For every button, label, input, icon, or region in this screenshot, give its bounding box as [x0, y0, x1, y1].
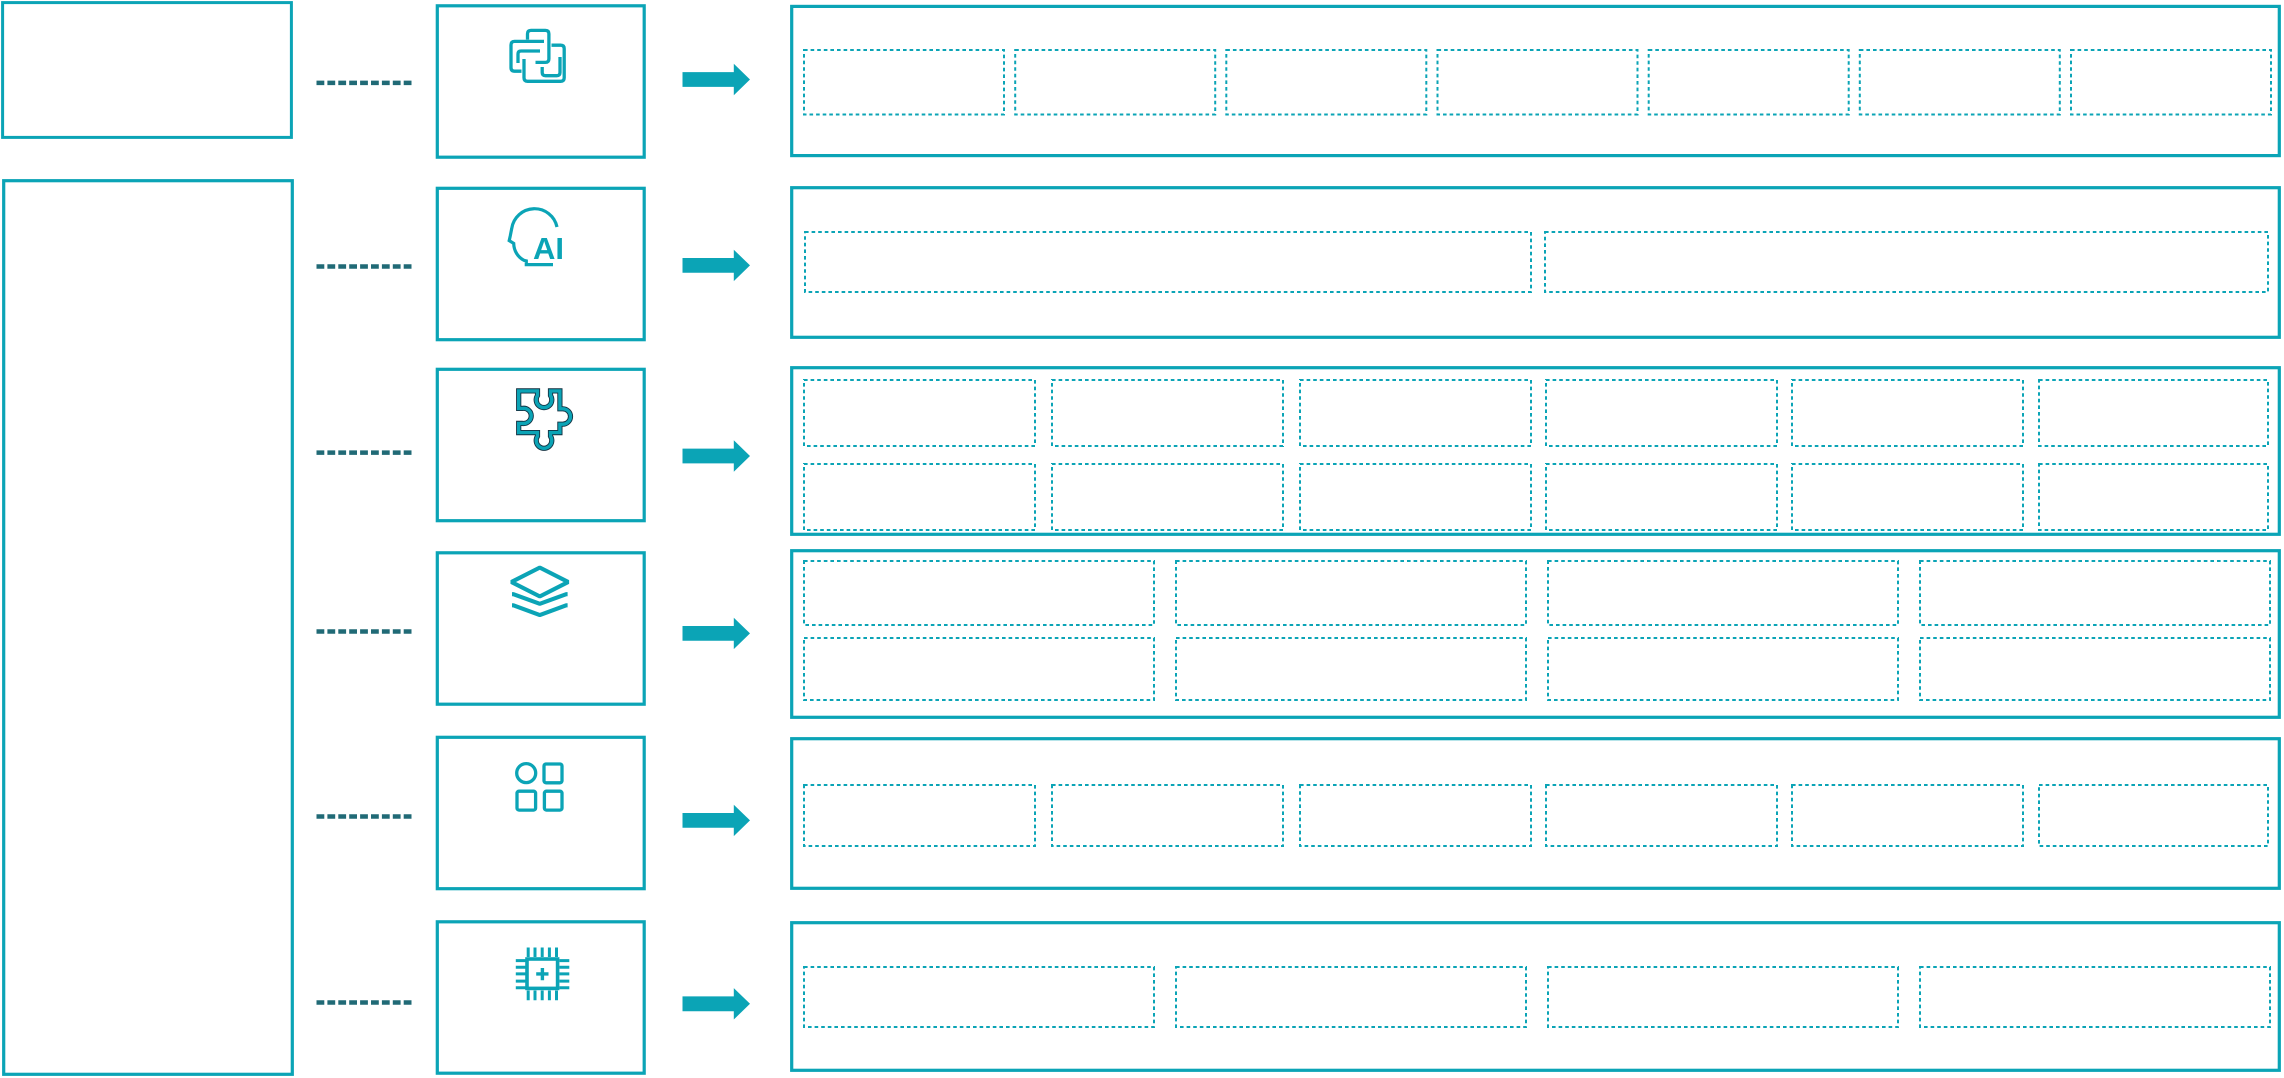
svg-text:AI: AI	[533, 231, 564, 266]
